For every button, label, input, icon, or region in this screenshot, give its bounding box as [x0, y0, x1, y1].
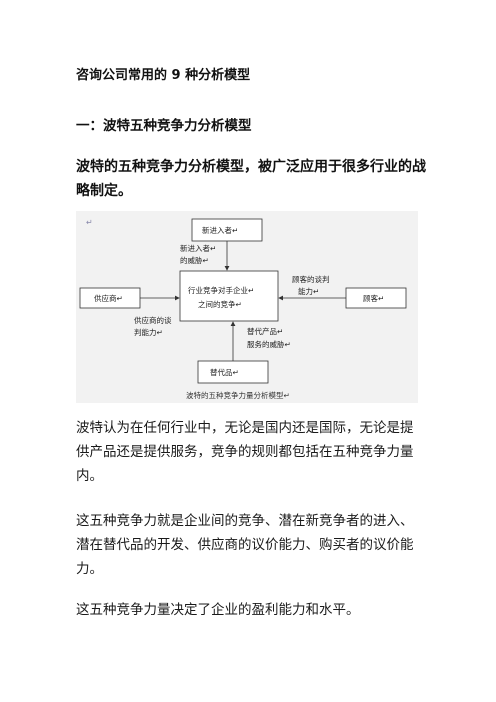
label-entrant-threat-1: 新进入者↵	[180, 243, 216, 253]
corner-mark: ↵	[86, 218, 93, 227]
box-buyers-label: 顾客↵	[363, 293, 384, 303]
body-paragraph-3: 这五种竞争力量决定了企业的盈利能力和水平。	[76, 602, 360, 618]
five-forces-diagram-svg: ↵ 新进入者↵ 行业竞争对手企业↵ 之间的竞争↵ 供应商↵ 顾客↵ 替代品↵	[79, 218, 407, 400]
section-title: 一：波特五种竞争力分析模型	[76, 118, 252, 134]
lead-paragraph: 波特的五种竞争力分析模型，被广泛应用于很多行业的战略制定。	[76, 159, 426, 199]
five-forces-diagram: ↵ 新进入者↵ 行业竞争对手企业↵ 之间的竞争↵ 供应商↵ 顾客↵ 替代品↵	[76, 211, 418, 403]
box-new-entrants-label: 新进入者↵	[202, 225, 238, 235]
figure-caption: 波特的五种竞争力量分析模型↵	[186, 390, 290, 400]
body-paragraph-2: 这五种竞争力就是企业间的竞争、潜在新竞争者的进入、潜在替代品的开发、供应商的议价…	[76, 513, 414, 577]
box-industry-label-1: 行业竞争对手企业↵	[188, 285, 254, 295]
body-paragraph-1: 波特认为在任何行业中，无论是国内还是国际，无论是提供产品还是提供服务，竞争的规则…	[76, 420, 414, 484]
label-entrant-threat-2: 的威胁↵	[180, 255, 209, 265]
document-title: 咨询公司常用的 9 种分析模型	[76, 68, 251, 83]
label-supplier-power-2: 判能力↵	[134, 327, 163, 337]
label-buyer-power-1: 顾客的谈判	[292, 274, 330, 284]
label-substitute-threat-1: 替代产品↵	[247, 326, 283, 336]
box-industry-rivalry	[179, 270, 279, 322]
box-substitutes-label: 替代品↵	[210, 367, 239, 377]
box-suppliers-label: 供应商↵	[94, 293, 123, 303]
label-supplier-power-1: 供应商的谈	[134, 315, 172, 325]
label-buyer-power-2: 能力↵	[298, 286, 319, 296]
label-substitute-threat-2: 服务的威胁↵	[247, 339, 291, 349]
box-industry-label-2: 之间的竞争↵	[198, 299, 242, 309]
